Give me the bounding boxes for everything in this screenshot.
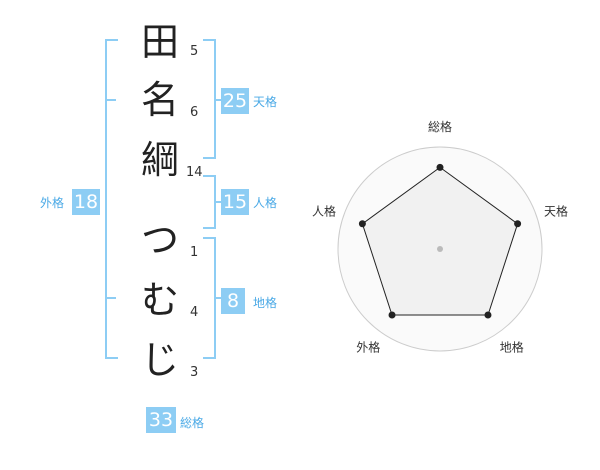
radar-axis-label-4: 外格 [356,340,380,355]
jinkaku-value-badge: 15 [221,189,249,215]
radar-axis-label-3: 地格 [500,340,524,355]
radar-point-1 [436,163,444,171]
soukaku-value-badge: 33 [146,407,176,433]
jinkaku-label: 人格 [253,196,278,210]
gaikaku-label: 外格 [40,196,65,210]
radar-point-2 [514,220,522,228]
gaikaku-bracket [105,39,118,359]
name-char-2: 名 [140,78,179,122]
radar-axis-label-5: 人格 [312,203,336,218]
name-char-4: つ [140,218,179,262]
stroke-count-4: 1 [190,245,199,260]
radar-axis-label-1: 総格 [428,119,452,134]
radar-axis-label-2: 天格 [544,203,568,218]
stroke-count-3: 14 [186,165,203,180]
tenkaku-label: 天格 [253,95,278,109]
stroke-count-1: 5 [190,44,199,59]
radar-center-dot [437,246,443,252]
radar-point-4 [388,311,396,319]
chikaku-label: 地格 [253,296,278,310]
chikaku-value-badge: 8 [221,288,245,314]
soukaku-label: 総格 [180,416,205,430]
name-char-1: 田 [140,20,179,64]
radar-point-5 [358,220,366,228]
name-char-5: む [140,278,179,322]
radar-points [358,163,522,319]
tenkaku-value-badge: 25 [221,88,249,114]
stroke-count-2: 6 [190,105,199,120]
gaikaku-value-badge: 18 [72,189,100,215]
radar-point-3 [484,311,492,319]
stroke-count-5: 4 [190,305,199,320]
name-char-6: じ [140,338,179,382]
name-char-3: 綱 [140,138,179,182]
stroke-count-6: 3 [190,365,199,380]
radar-area [361,166,519,316]
